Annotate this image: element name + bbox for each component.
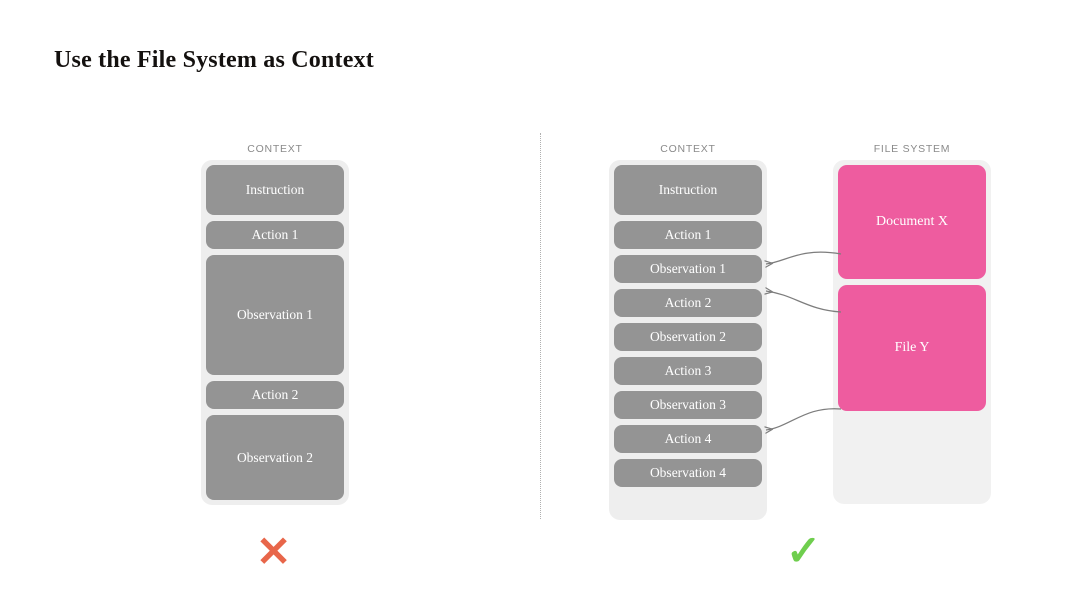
- connector-document-x-to-observation-1: [766, 251, 842, 264]
- right-context-column-label: CONTEXT: [660, 143, 716, 155]
- left-block-observation-1[interactable]: Observation 1: [206, 255, 344, 375]
- connector-file-y-to-action-4: [766, 408, 842, 430]
- right-block-observation-2[interactable]: Observation 2: [614, 323, 762, 351]
- panel-divider: [540, 133, 541, 519]
- cross-mark-icon: ✕: [256, 528, 292, 575]
- filesystem-block-document-x[interactable]: Document X: [838, 165, 986, 279]
- page-title: Use the File System as Context: [54, 47, 374, 73]
- left-block-observation-2[interactable]: Observation 2: [206, 415, 344, 500]
- left-context-stack: Instruction Action 1 Observation 1 Actio…: [201, 160, 349, 505]
- right-block-action-4[interactable]: Action 4: [614, 425, 762, 453]
- right-block-observation-3[interactable]: Observation 3: [614, 391, 762, 419]
- connector-action-2-to-file-y: [766, 291, 842, 313]
- right-block-observation-1[interactable]: Observation 1: [614, 255, 762, 283]
- left-block-instruction[interactable]: Instruction: [206, 165, 344, 215]
- right-context-stack: Instruction Action 1 Observation 1 Actio…: [609, 160, 767, 520]
- right-block-observation-4[interactable]: Observation 4: [614, 459, 762, 487]
- right-block-action-3[interactable]: Action 3: [614, 357, 762, 385]
- right-block-action-1[interactable]: Action 1: [614, 221, 762, 249]
- left-block-action-1[interactable]: Action 1: [206, 221, 344, 249]
- right-block-instruction[interactable]: Instruction: [614, 165, 762, 215]
- filesystem-block-file-y[interactable]: File Y: [838, 285, 986, 411]
- left-context-column-label: CONTEXT: [247, 143, 303, 155]
- left-block-action-2[interactable]: Action 2: [206, 381, 344, 409]
- right-block-action-2[interactable]: Action 2: [614, 289, 762, 317]
- check-mark-icon: ✓: [786, 527, 822, 574]
- filesystem-column-label: FILE SYSTEM: [873, 143, 951, 155]
- filesystem-stack: Document X File Y: [833, 160, 991, 504]
